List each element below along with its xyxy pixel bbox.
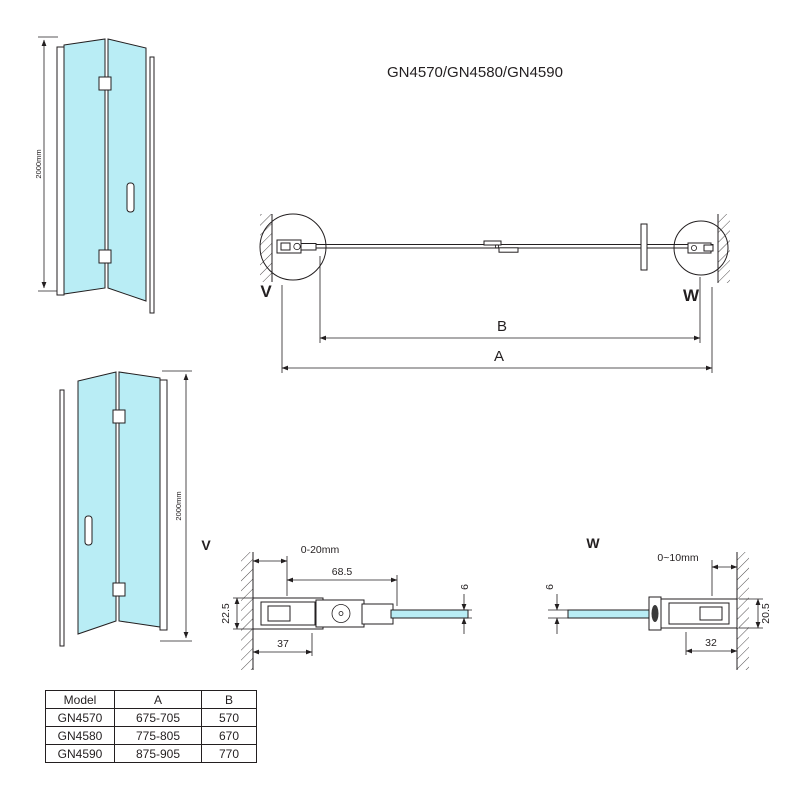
dim-b-cell: 670 <box>201 726 257 745</box>
detail-w-section: W 0~10mm 6 20.5 32 <box>544 535 772 670</box>
dim-b-cell: 570 <box>201 708 257 727</box>
profile-section <box>703 244 714 252</box>
plan-view: V W B A <box>259 213 730 373</box>
detail-w-title: W <box>586 535 600 551</box>
dim-b-cell: 770 <box>201 744 257 763</box>
glass-panel <box>107 38 147 302</box>
hinge-icon <box>112 409 126 424</box>
end-flange <box>640 223 648 271</box>
dim-label-adjust-w: 0~10mm <box>657 552 698 564</box>
model-cell: GN4580 <box>45 726 115 745</box>
hinge-icon <box>112 582 126 597</box>
dim-label-b: B <box>497 318 507 335</box>
wall-hatch <box>737 552 749 670</box>
table-row: GN4590 875-905 770 <box>45 744 257 763</box>
front-view-top: 2000mm <box>34 36 155 314</box>
door-handle <box>126 182 135 213</box>
glass-section <box>390 609 469 619</box>
pivot-point <box>494 244 499 249</box>
detail-v-title: V <box>201 537 211 553</box>
dim-label-225: 22.5 <box>220 603 232 624</box>
column-header-model: Model <box>45 690 115 709</box>
model-cell: GN4590 <box>45 744 115 763</box>
table-row: GN4580 775-805 670 <box>45 726 257 745</box>
column-header-a: A <box>114 690 202 709</box>
detail-label-v: V <box>260 282 272 301</box>
column-header-b: B <box>201 690 257 709</box>
model-cell: GN4570 <box>45 708 115 727</box>
dim-a-cell: 875-905 <box>114 744 202 763</box>
fold-connector <box>483 240 502 246</box>
detail-v-section: V 0-20mm 68.5 22.5 37 6 <box>201 537 472 670</box>
dim-label-32: 32 <box>705 637 717 649</box>
side-profile <box>149 56 155 314</box>
pivot-point <box>691 244 698 251</box>
dim-label-adjust-v: 0-20mm <box>301 544 340 556</box>
profile-section <box>300 243 317 251</box>
detail-circle-v <box>259 213 327 281</box>
hinge-icon <box>98 249 112 264</box>
pivot-housing <box>315 599 365 628</box>
seal-gasket <box>651 605 659 622</box>
glass-panel <box>63 38 106 295</box>
page-title: GN4570/GN4580/GN4590 <box>387 64 563 81</box>
dim-label-glass-v: 6 <box>459 584 471 590</box>
profile-inner <box>699 606 723 621</box>
dim-a-cell: 775-805 <box>114 726 202 745</box>
dim-label-height-bottom: 2000mm <box>174 491 183 520</box>
wall-hatch <box>241 552 253 670</box>
pivot-center <box>338 611 344 616</box>
table-row: GN4570 675-705 570 <box>45 708 257 727</box>
glass-clamp <box>361 603 394 625</box>
spec-table: Model A B GN4570 675-705 570 GN4580 775-… <box>45 690 257 763</box>
side-profile <box>59 389 65 647</box>
detail-label-w: W <box>683 286 700 305</box>
dim-label-37: 37 <box>277 638 289 650</box>
hinge-icon <box>98 76 112 91</box>
dim-label-height-top: 2000mm <box>34 149 43 178</box>
fold-connector <box>498 247 519 253</box>
dim-label-glass-w: 6 <box>544 584 556 590</box>
front-view-bottom: 2000mm <box>59 370 192 647</box>
pivot-circle <box>331 604 351 623</box>
glass-section <box>567 609 650 619</box>
table-header-row: Model A B <box>45 690 257 709</box>
glass-panel <box>77 371 117 635</box>
door-handle <box>84 515 93 546</box>
wall-profile-right <box>159 379 168 631</box>
profile-inner <box>267 605 291 622</box>
detail-circle-w <box>673 220 729 276</box>
wall-hatch-left <box>260 214 272 282</box>
wall-profile-left <box>56 46 65 296</box>
dim-label-685: 68.5 <box>332 566 353 578</box>
dim-label-a: A <box>494 348 504 365</box>
profile-section <box>280 242 291 251</box>
dim-a-cell: 675-705 <box>114 708 202 727</box>
glass-panel <box>118 371 161 628</box>
dim-label-205: 20.5 <box>760 603 772 624</box>
pivot-point <box>293 242 301 251</box>
